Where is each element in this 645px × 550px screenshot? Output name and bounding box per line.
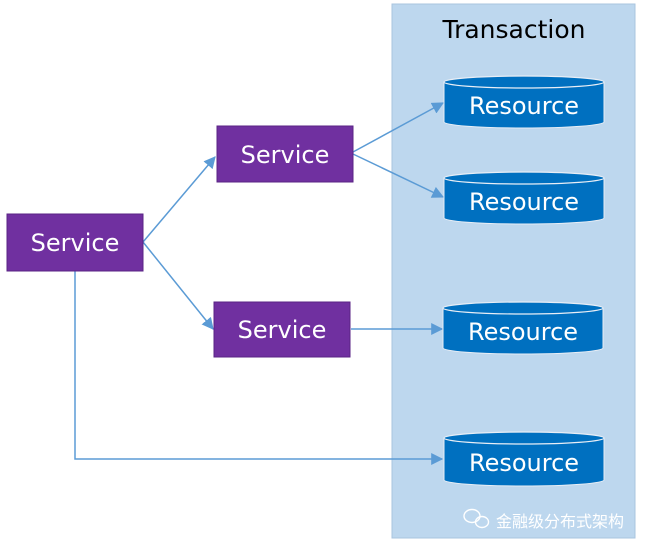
service-node-lower: Service	[213, 301, 351, 358]
connectors	[74, 102, 445, 465]
resource-label: Resource	[469, 449, 579, 477]
connector-service-main-to-service-lower	[142, 241, 214, 330]
connector-service-upper-to-resource-1	[352, 102, 445, 153]
resource-cylinder-top	[443, 431, 605, 445]
resource-label: Resource	[468, 318, 578, 346]
resource-cylinder-top	[442, 301, 604, 315]
transaction-title: Transaction	[441, 15, 585, 44]
resource-cylinder-body	[443, 437, 605, 487]
resource-label: Resource	[469, 92, 579, 120]
resource-node-4: Resource	[443, 431, 605, 487]
watermark-text: 金融级分布式架构	[496, 512, 624, 531]
resource-node-3: Resource	[442, 301, 604, 355]
resource-node-2: Resource	[443, 171, 605, 225]
connector-service-main-to-service-upper	[142, 156, 216, 243]
service-node-upper: Service	[216, 125, 354, 183]
connector-service-upper-to-resource-2	[352, 153, 445, 198]
connector-service-main-to-resource-4	[74, 271, 444, 465]
service-label: Service	[241, 141, 330, 169]
resource-cylinder-top	[443, 75, 605, 89]
resource-cylinder-body	[443, 177, 605, 225]
wechat-icon	[463, 508, 490, 529]
resource-node-1: Resource	[443, 75, 605, 129]
service-label: Service	[238, 316, 327, 344]
resource-cylinder-top	[443, 171, 605, 185]
resource-cylinder-body	[443, 81, 605, 129]
watermark: 金融级分布式架构	[463, 508, 624, 531]
service-node-main: Service	[6, 213, 144, 272]
service-label: Service	[31, 229, 120, 257]
resource-cylinder-body	[442, 307, 604, 355]
resource-label: Resource	[469, 188, 579, 216]
